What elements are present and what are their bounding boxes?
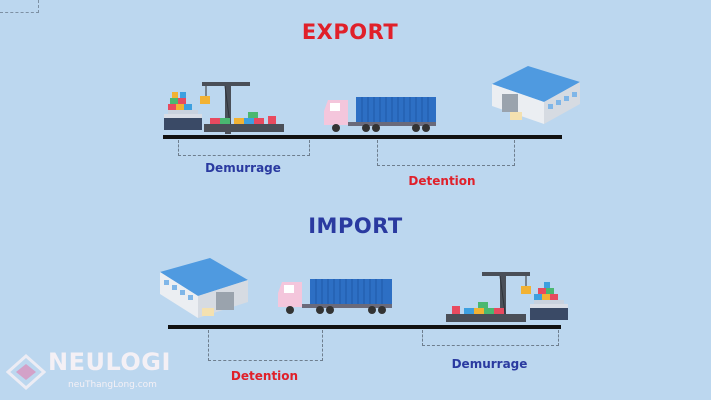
- logo-name: NEULOGI: [48, 348, 171, 376]
- warehouse-import: [156, 250, 252, 326]
- truck-import: [278, 276, 394, 320]
- port-scene-import: [444, 262, 570, 334]
- export-title: EXPORT: [301, 20, 399, 44]
- warehouse-export: [488, 54, 582, 132]
- export-baseline: [163, 135, 562, 139]
- import-title: IMPORT: [308, 214, 403, 238]
- import-demurrage-label: Demurrage: [451, 357, 528, 371]
- export-detention-bracket: [377, 140, 515, 166]
- port-scene-export: [162, 74, 287, 144]
- logo: NEULOGI neuThangLong.com: [6, 346, 186, 396]
- export-demurrage-label: Demurrage: [205, 161, 281, 175]
- import-detention-label: Detention: [230, 369, 299, 383]
- port-illustration: [446, 272, 568, 322]
- warehouse-illustration: [492, 66, 580, 124]
- export-detention-label: Detention: [408, 174, 476, 188]
- import-baseline: [168, 325, 561, 329]
- export-demurrage-bracket: [178, 140, 310, 156]
- truck-illustration: [324, 97, 436, 132]
- corner-mark: [0, 0, 39, 13]
- port-illustration: [164, 82, 284, 134]
- import-demurrage-bracket: [422, 330, 559, 346]
- truck-export: [324, 94, 438, 138]
- logo-mark-icon: [6, 354, 46, 390]
- truck-illustration: [278, 279, 392, 314]
- warehouse-illustration: [160, 258, 248, 318]
- logo-url: neuThangLong.com: [68, 380, 157, 390]
- import-detention-bracket: [208, 330, 323, 361]
